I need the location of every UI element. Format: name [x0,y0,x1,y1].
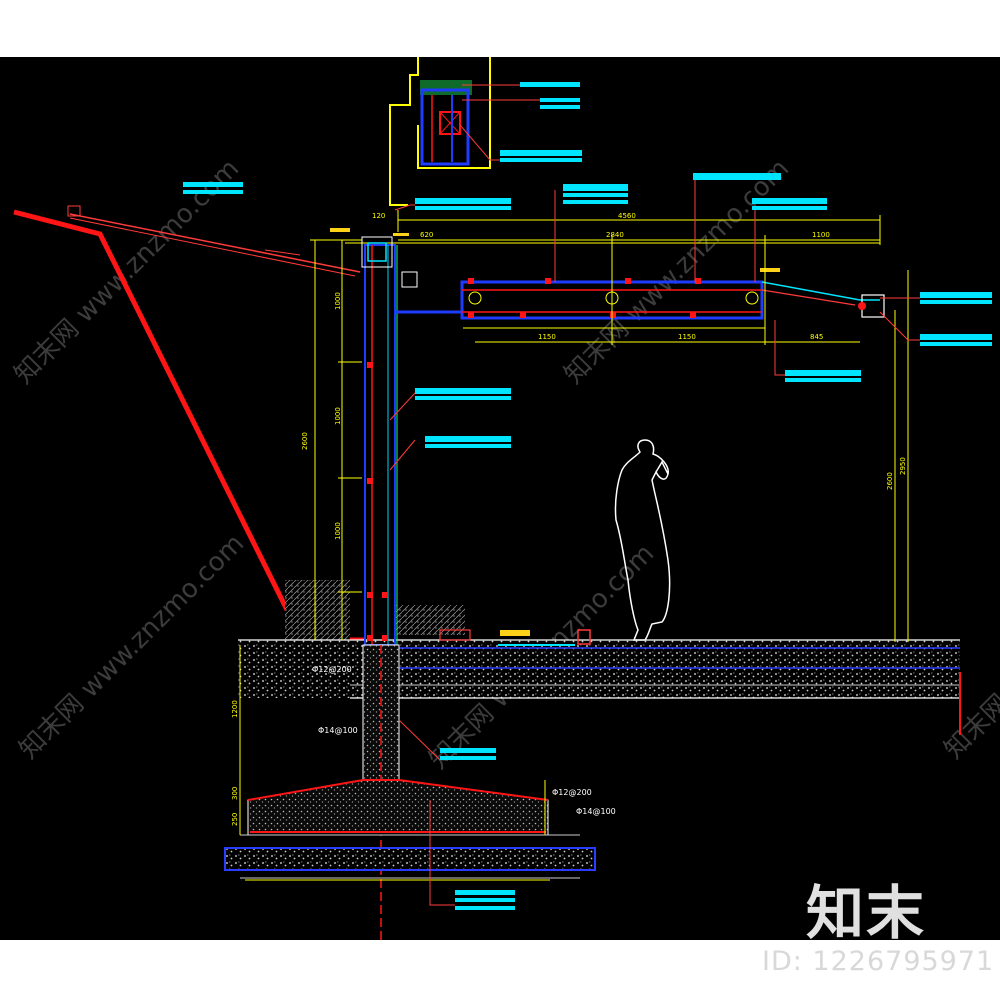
dim-lower-a: 1150 [538,333,556,341]
rebar-footing-bottom: Φ14@100 [576,807,616,816]
dim-right-height: 2950 [899,457,907,475]
rebar-footing-top: Φ12@200 [552,788,592,797]
drawing-canvas: 知末网 www.znzmo.com 知末网 www.znzmo.com 知末网 … [9,57,1000,940]
foundation [224,644,596,940]
dim-base-a: 300 [231,787,239,800]
human-figure [614,439,671,641]
id-watermark: ID: 1226795971 [762,946,995,977]
dim-top-right: 1100 [812,231,830,239]
column [364,244,398,646]
dim-right-height-b: 2600 [886,472,894,490]
brand-watermark: 知末 [806,879,927,947]
annotation-tags [183,82,992,910]
dimension-lines [239,210,909,881]
dim-seg-3: 1000 [334,522,342,540]
dim-top-left: 120 [372,212,385,220]
top-detail [389,57,491,206]
cad-section-drawing: 知末网 www.znzmo.com 知末网 www.znzmo.com 知末网 … [0,57,1000,940]
annotation-leaders [264,84,920,906]
rebar-column-ties: Φ14@100 [318,726,358,735]
rebar-labels: Φ12@200 Φ14@100 Φ12@200 Φ14@100 [312,665,616,816]
dim-overall-width: 4560 [618,212,636,220]
dim-seg-1: 1000 [334,292,342,310]
dim-top-mid: 620 [420,231,433,239]
dim-top-span: 2840 [606,231,624,239]
dim-seg-2: 1000 [334,407,342,425]
watermark-text: 知末网 www.znzmo.com [9,154,245,390]
annotation-tag [520,82,580,87]
dim-base-b: 250 [231,813,239,826]
dim-lower-b: 1150 [678,333,696,341]
dimension-labels: 4560 120 620 2840 1100 1150 1150 845 260… [231,212,907,826]
dim-lower-c: 845 [810,333,823,341]
watermark-text: 知末网 www.znzmo.com [14,529,250,765]
ground-slab [238,629,961,735]
canopy-beam [330,228,885,320]
dim-foundation-depth: 1200 [231,700,239,718]
dim-left-height: 2600 [301,432,309,450]
soil-fill [285,580,350,642]
rebar-column-main: Φ12@200 [312,665,352,674]
